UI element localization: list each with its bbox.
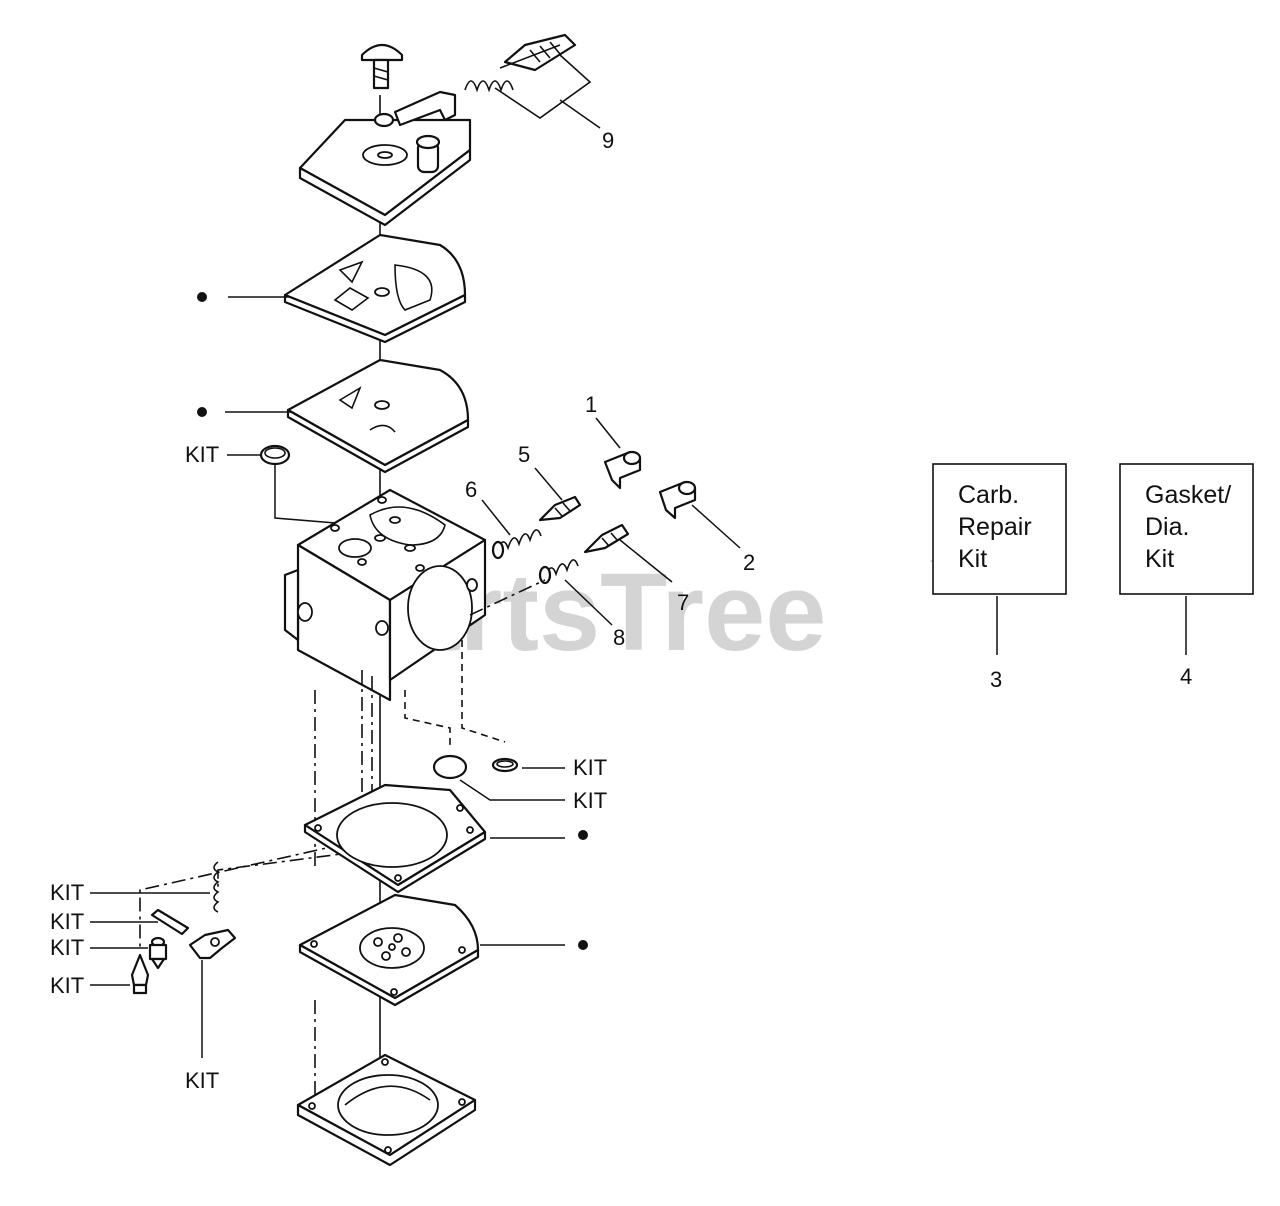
part-1-bracket [603,450,642,490]
part-5-needle [538,495,582,522]
leader-kit-screen-2 [274,465,361,526]
kit-label-b: KIT [573,788,607,813]
bullet-pump-diaphragm [578,940,588,950]
bullet-pump-gasket [578,830,588,840]
carburetor-body [283,488,487,702]
callout-2: 2 [743,550,755,575]
bullet-diaphragm [197,292,207,302]
leader-7 [619,539,673,583]
part-2-bracket [658,480,697,520]
kit-box-gasket-dia: Gasket/ Dia. Kit [1119,463,1254,595]
kit-label-screen: KIT [185,442,219,467]
leader-9 [559,99,601,129]
axis-left-parts-2 [217,676,373,890]
carb-repair-line-1: Carb. [958,481,1019,509]
welch-plug-large [432,754,468,780]
metering-diaphragm [283,233,467,344]
kit-label-spring: KIT [50,880,84,905]
callout-7: 7 [677,590,689,615]
metering-arm [188,928,237,960]
kit-label-needle: KIT [50,973,84,998]
callout-1: 1 [585,392,597,417]
callout-8: 8 [613,625,625,650]
welch-plug-small [491,757,519,773]
dash-screen-right [461,640,506,743]
axis-left-parts-1 [139,670,363,950]
part-6-spring [491,529,542,560]
leader-1 [595,417,621,449]
kit-box-carb-repair: Carb. Repair Kit [932,463,1067,595]
part-7-needle [583,523,630,554]
callout-4: 4 [1180,664,1192,689]
leader-5 [534,467,563,501]
inlet-needle [130,953,150,995]
bullet-gasket [197,407,207,417]
kit-label-screw: KIT [50,935,84,960]
small-spring [213,861,220,913]
cover-screw [360,43,404,90]
part-8-spring [538,559,579,585]
callout-5: 5 [518,442,530,467]
pin-screw [148,936,168,970]
axis-part-8 [469,579,546,616]
callout-6: 6 [465,477,477,502]
dash-plug [404,690,451,748]
kit-label-arm: KIT [185,1068,219,1093]
leader-kit-b [459,779,565,801]
leader-6 [481,499,511,536]
pivot-pin [150,908,190,936]
metering-gasket [286,358,470,474]
carb-repair-line-3: Kit [958,545,987,573]
pump-diaphragm [298,893,480,1007]
metering-cover [298,118,472,227]
callout-3: 3 [990,667,1002,692]
pump-gasket [303,783,487,894]
gasket-dia-line-2: Dia. [1145,513,1189,541]
gasket-dia-line-1: Gasket/ [1145,481,1231,509]
pump-cover [296,1053,477,1167]
kit-label-pin: KIT [50,909,84,934]
needle-and-spring [464,33,592,119]
kit-label-a: KIT [573,755,607,780]
callout-9: 9 [602,128,614,153]
carb-repair-line-2: Repair [958,513,1032,541]
leader-2 [691,504,741,549]
gasket-dia-line-3: Kit [1145,545,1174,573]
leader-8 [564,579,613,626]
inlet-screen [259,444,291,466]
metering-lever [373,90,457,128]
